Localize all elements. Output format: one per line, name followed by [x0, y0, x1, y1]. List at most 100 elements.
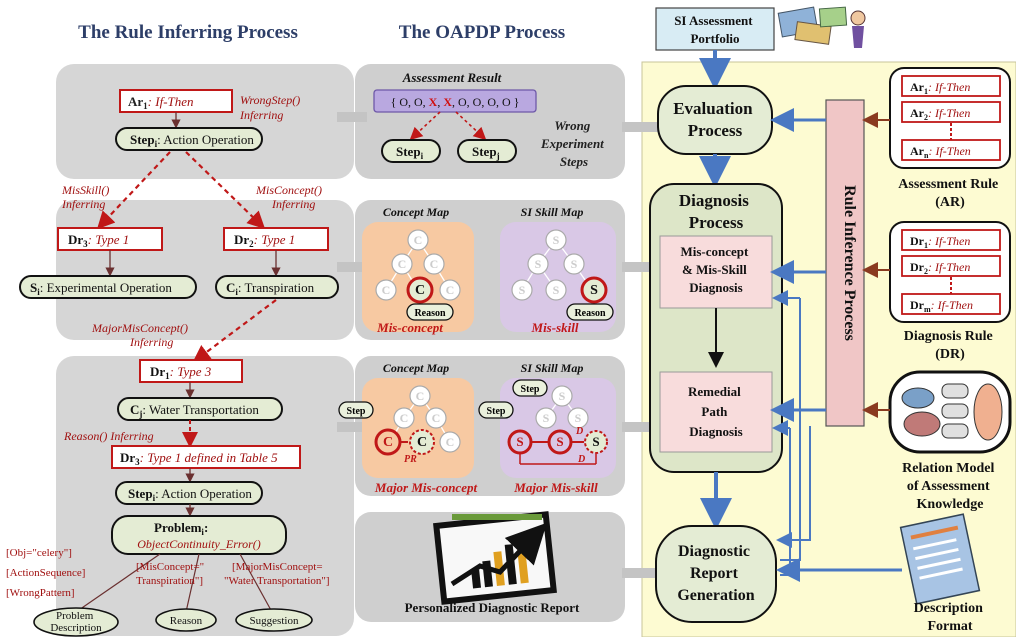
majormisconcept-attribute: [MajorMisConcept= "Water Transportation"… — [224, 561, 330, 587]
svg-text:Arn: If-Then: Arn: If-Then — [910, 144, 971, 160]
reason-node — [155, 608, 217, 632]
svg-text:Evaluation Process: Evaluation Process — [673, 99, 757, 140]
map-node-letter: S — [592, 434, 599, 449]
cj-water-transportation-node — [117, 397, 283, 421]
map-node-letter: C — [400, 411, 409, 425]
map-node — [567, 407, 589, 429]
svg-text:Dr2: If-Then: Dr2: If-Then — [910, 260, 970, 276]
portfolio-clipart-icon — [777, 6, 866, 48]
svg-text:Dr3: Type 1 defined in Table 5: Dr3: Type 1 defined in Table 5 — [120, 450, 278, 467]
map-node — [511, 279, 533, 301]
reason-inferring: Reason() Inferring — [63, 429, 154, 443]
svg-text:Ci: Transpiration: Ci: Transpiration — [226, 280, 315, 297]
wrong-experiment-steps: Wrong Experiment Steps — [540, 118, 607, 169]
ci-transpiration-node — [215, 275, 339, 299]
connector-bar — [622, 422, 662, 432]
map-node-letter: S — [575, 411, 582, 425]
step-i-node — [115, 127, 263, 151]
step-j-mini — [457, 139, 517, 163]
evaluation-process-node — [657, 85, 773, 155]
left-panel-1 — [56, 64, 354, 179]
suggestion-node — [235, 608, 313, 632]
report-chart-icon — [433, 511, 557, 605]
problem-description-node — [33, 607, 119, 637]
description-format-icon — [899, 513, 981, 605]
remedial-path-diagnosis-box — [659, 371, 773, 453]
si-skill-map-label-2: SI Skill Map — [521, 361, 584, 375]
svg-text:Diagnosis Process: Diagnosis Process — [679, 191, 753, 232]
map-node — [425, 407, 447, 429]
map-node-letter: C — [446, 283, 455, 297]
map-node-letter: C — [430, 257, 439, 271]
assessment-result-label: Assessment Result — [402, 70, 502, 85]
ar-rule-list: Ar1: If-Then Ar2: If-Then Arn: If-Then — [901, 75, 1001, 161]
connector-bar — [622, 262, 662, 272]
svg-text:Dr1: If-Then: Dr1: If-Then — [910, 234, 970, 250]
map-node-letter: C — [446, 435, 455, 449]
map-tag-label: Reason — [414, 308, 446, 319]
d-label: D — [575, 426, 583, 437]
misskill-label: Mis-skill — [531, 320, 579, 335]
relation-model-graphic — [901, 383, 1003, 441]
map-node — [439, 279, 461, 301]
misconcept-inferring: MisConcept() Inferring — [255, 183, 325, 211]
left-header: The Rule Inferring Process — [78, 22, 298, 43]
map-node-letter: S — [556, 434, 563, 449]
misskill-node — [580, 276, 608, 304]
svg-text:Suggestion: Suggestion — [250, 615, 299, 627]
wrongstep-inferring: WrongStep() Inferring — [239, 93, 303, 122]
dashed-arrow-misskill — [96, 151, 171, 230]
map-node — [409, 385, 431, 407]
step-i-mini — [381, 139, 441, 163]
left-panel-2 — [56, 200, 354, 340]
skill-map-2 — [500, 378, 616, 478]
svg-text:Stepi: Stepi — [396, 144, 424, 161]
map-tag-label: Reason — [574, 308, 606, 319]
map-tag — [512, 379, 548, 397]
map-node — [551, 385, 573, 407]
personalized-report-label: Personalized Diagnostic Report — [405, 600, 580, 615]
relation-model-label: Relation Model of Assessment Knowledge — [902, 461, 998, 512]
middle-header: The OAPDP Process — [399, 22, 565, 43]
svg-text:Problem Description: Problem Description — [50, 610, 102, 634]
rule-inference-process-label: Rule Inference Process — [841, 185, 858, 341]
misconcept-node — [406, 276, 434, 304]
connector-bar — [622, 122, 662, 132]
step-i-action-node-2 — [115, 481, 263, 505]
map-node-letter: C — [432, 411, 441, 425]
misconcept-misskill-diagnosis-box — [659, 235, 773, 309]
assessment-result-box — [373, 89, 537, 113]
map-node-letter: S — [516, 434, 523, 449]
map-tag — [478, 401, 514, 419]
map-tag — [338, 401, 374, 419]
map-node-letter: S — [535, 257, 542, 271]
connector-bar — [622, 568, 662, 578]
map-node — [423, 253, 445, 275]
dr-rule-list: Dr1: If-Then Dr2: If-Then Drm: If-Then — [901, 229, 1001, 315]
map-node-letter: C — [382, 283, 391, 297]
connector-bar — [337, 422, 367, 432]
svg-text:Remedial Path Diagnosi: Remedial Path Diagnosis — [688, 384, 744, 439]
svg-text:Diagnostic Report Gene: Diagnostic Report Generation — [677, 543, 754, 604]
svg-text:Drm: If-Then: Drm: If-Then — [910, 298, 973, 314]
map-tag-label: Step — [521, 384, 540, 395]
problem-function: ObjectContinuity_Error() — [137, 537, 261, 551]
map-node-letter: C — [398, 257, 407, 271]
concept-map-label-2: Concept Map — [383, 361, 449, 375]
dr3-table5-box — [111, 445, 301, 469]
svg-text:Problemi:: Problemi: — [154, 520, 208, 537]
svg-text:SI Assessment Portfolio: SI Assessment Portfolio — [674, 13, 756, 46]
map-node — [535, 407, 557, 429]
svg-text:Ar1: If-Then: Ar1: If-Then — [128, 94, 194, 111]
map-node — [407, 229, 429, 251]
map-node — [527, 253, 549, 275]
major-misconcept-label: Major Mis-concept — [374, 480, 478, 495]
map-node — [393, 407, 415, 429]
map-node — [545, 229, 567, 251]
map-node-letter: S — [543, 411, 550, 425]
map-node-letter: C — [417, 435, 427, 450]
